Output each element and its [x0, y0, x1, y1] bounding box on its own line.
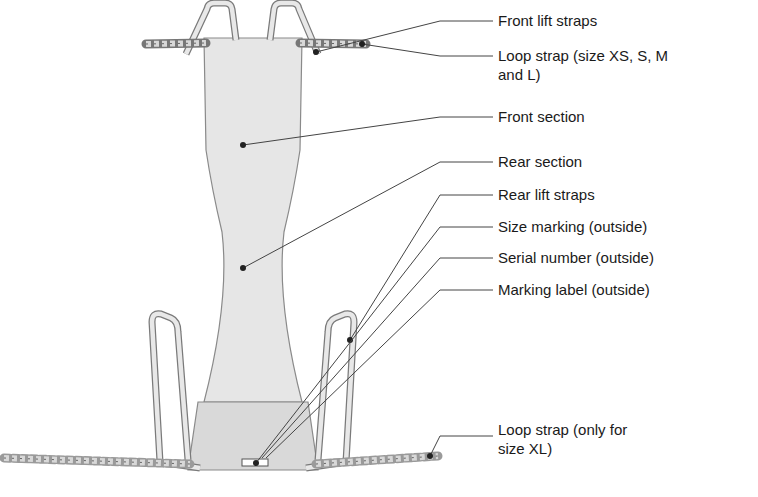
size-marking	[242, 459, 268, 466]
part-label: Loop strap (only for size XL)	[498, 420, 648, 458]
leader-line	[243, 117, 493, 145]
part-label: Front section	[498, 107, 748, 126]
leader-line	[266, 290, 493, 458]
leader-line	[262, 258, 493, 458]
loop-strap-braid-line	[4, 458, 190, 464]
part-label: Marking label (outside)	[498, 280, 748, 299]
leader-dot	[253, 460, 259, 466]
loop-strap-braid	[300, 43, 366, 44]
lift-strap-inner	[306, 314, 354, 468]
part-label: Size marking (outside)	[498, 217, 748, 236]
loop-strap-braid-line	[146, 43, 206, 44]
loop-strap	[300, 43, 366, 44]
loop-strap-braid-line	[316, 456, 438, 464]
lift-strap	[306, 314, 354, 468]
loop-strap	[4, 458, 190, 464]
lift-strap-inner	[152, 314, 200, 468]
leader-lines	[240, 21, 493, 466]
leader-line	[256, 227, 493, 463]
leader-line	[430, 436, 493, 456]
loop-strap-braid-line	[300, 43, 366, 44]
loop-strap-braid	[316, 456, 438, 464]
front-section	[204, 38, 302, 402]
loop-strap	[146, 43, 206, 44]
part-label: Rear section	[498, 152, 748, 171]
part-label: Loop strap (size XS, S, M and L)	[498, 46, 673, 84]
leader-dot	[313, 49, 319, 55]
leader-line	[350, 195, 493, 340]
leader-line	[316, 21, 493, 52]
part-label: Front lift straps	[498, 11, 748, 30]
loop-strap	[316, 456, 438, 464]
leader-dot	[240, 142, 246, 148]
leader-line	[362, 44, 493, 56]
loop-strap-braid	[4, 458, 190, 464]
leader-line	[243, 162, 493, 268]
part-label: Rear lift straps	[498, 185, 748, 204]
straps	[4, 3, 438, 468]
loop-strap-braid	[146, 43, 206, 44]
rear-panel	[188, 402, 318, 470]
leader-dot	[359, 41, 365, 47]
leader-dot	[240, 265, 246, 271]
part-label: Serial number (outside)	[498, 248, 748, 267]
lift-strap	[152, 314, 200, 468]
leader-dot	[427, 453, 433, 459]
